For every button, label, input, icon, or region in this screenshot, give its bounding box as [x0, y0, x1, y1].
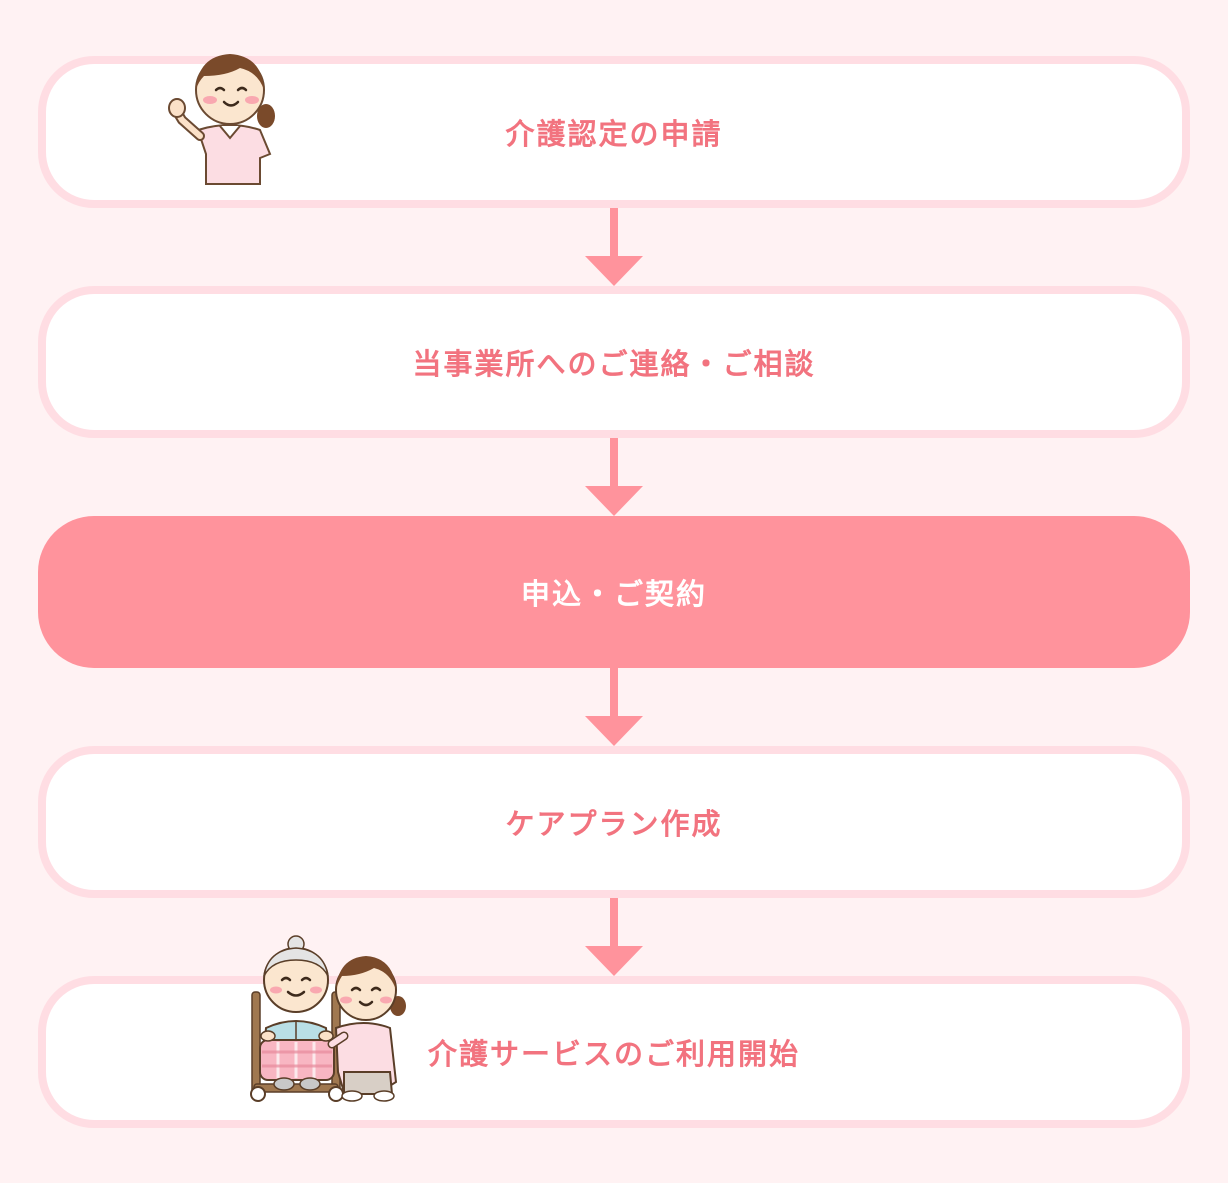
- flow-step-2: 当事業所へのご連絡・ご相談: [38, 286, 1190, 438]
- flow-step-5: 介護サービスのご利用開始: [38, 976, 1190, 1128]
- step-label: ケアプラン作成: [505, 807, 723, 841]
- step-label: 当事業所へのご連絡・ご相談: [412, 347, 816, 381]
- elder-in-wheelchair-with-caregiver-icon: [250, 935, 406, 1102]
- step-label: 申込・ご契約: [520, 577, 707, 611]
- flow-step-3-current: 申込・ご契約: [38, 516, 1190, 668]
- caregiver-waving-icon: [168, 54, 275, 185]
- flow-step-4: ケアプラン作成: [38, 746, 1190, 898]
- down-arrow-icon: [585, 208, 643, 286]
- down-arrow-icon: [585, 438, 643, 516]
- down-arrow-icon: [585, 898, 643, 976]
- down-arrow-icon: [585, 668, 643, 746]
- step-label: 介護認定の申請: [505, 117, 723, 151]
- step-label: 介護サービスのご利用開始: [427, 1037, 800, 1071]
